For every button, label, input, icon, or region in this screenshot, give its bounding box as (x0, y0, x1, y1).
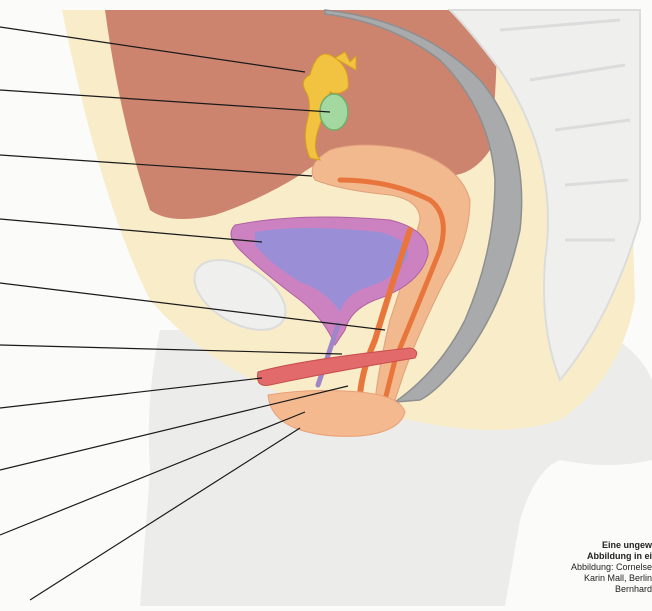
credit-line: Bernhard (512, 584, 652, 595)
credit-line: Karin Mall, Berlin (512, 573, 652, 584)
credit-line: Abbildung: Cornelse (512, 562, 652, 573)
credit-line: Eine ungew (512, 540, 652, 551)
image-credit: Eine ungew Abbildung in ei Abbildung: Co… (512, 540, 652, 595)
credit-line: Abbildung in ei (512, 551, 652, 562)
